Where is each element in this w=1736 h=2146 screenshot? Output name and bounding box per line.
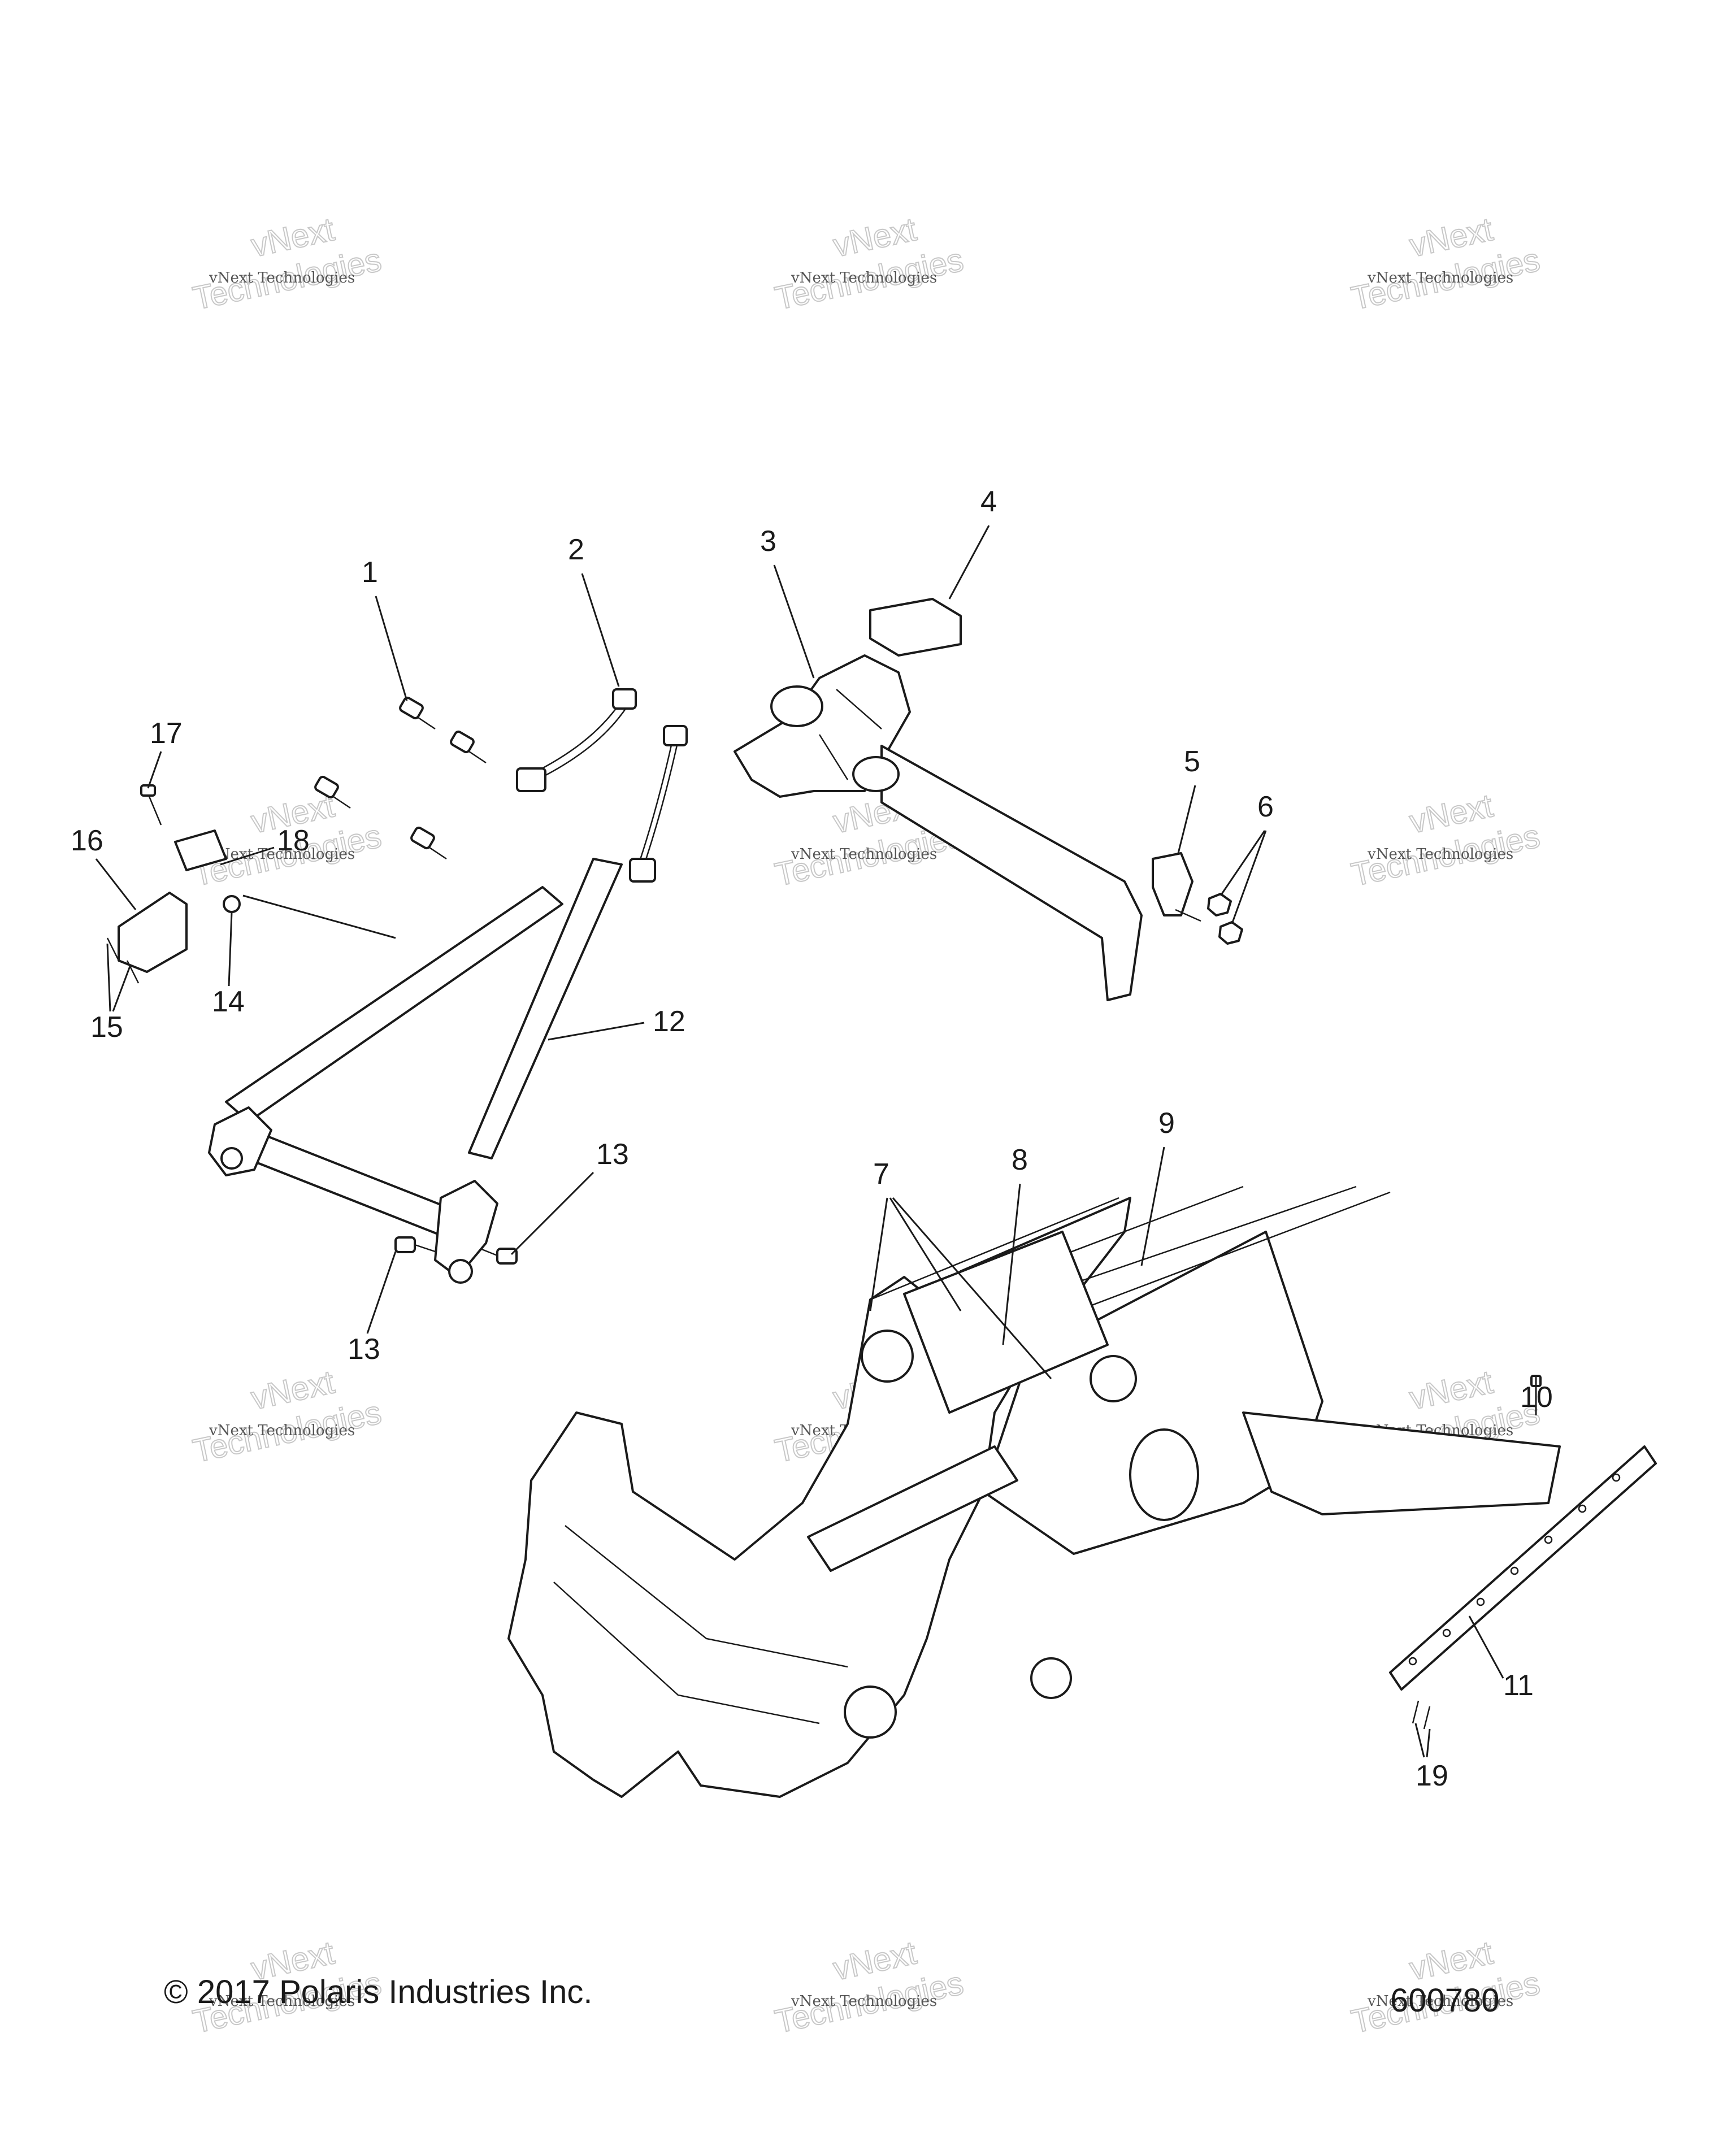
callout-9: 9 [1140, 1107, 1175, 1266]
block-part [869, 598, 962, 657]
svg-text:12: 12 [653, 1005, 685, 1038]
bolt-parts [314, 696, 487, 860]
svg-text:vNext Technologies: vNext Technologies [791, 270, 937, 286]
svg-text:vNext Technologies: vNext Technologies [209, 1993, 355, 2010]
chassis-part [507, 1185, 1561, 1798]
svg-text:16: 16 [71, 824, 103, 857]
callout-13-lower: 13 [348, 1251, 397, 1366]
svg-text:17: 17 [150, 717, 183, 750]
watermark: Technologies vNext vNext Technologies [771, 210, 967, 318]
svg-text:vNext Technologies: vNext Technologies [209, 270, 355, 286]
watermark: Technologies vNext vNext Technologies [771, 1934, 967, 2041]
frame-bolt-parts [394, 1236, 518, 1265]
callout-14: 14 [212, 912, 245, 1018]
svg-text:vNext Technologies: vNext Technologies [1367, 846, 1513, 863]
callout-1: 1 [362, 556, 408, 701]
svg-text:9: 9 [1158, 1107, 1175, 1140]
callouts: 1 2 3 4 5 6 7 8 [71, 485, 1553, 1792]
copyright-notice: © 2017 Polaris Industries Inc. [164, 1974, 592, 2010]
svg-text:7: 7 [873, 1158, 889, 1191]
svg-text:vNext Technologies: vNext Technologies [209, 1422, 355, 1439]
watermark: Technologies vNext vNext Technologies [189, 210, 385, 318]
cable-parts [516, 688, 688, 883]
figure-number: 600780 [1390, 1982, 1500, 2019]
svg-text:15: 15 [90, 1011, 123, 1044]
svg-text:14: 14 [212, 985, 245, 1018]
callout-3: 3 [760, 525, 815, 679]
svg-text:13: 13 [596, 1138, 629, 1171]
svg-text:8: 8 [1012, 1144, 1028, 1176]
runner-part [1389, 1375, 1657, 1730]
callout-16: 16 [71, 824, 137, 910]
svg-text:13: 13 [348, 1333, 380, 1366]
nut-parts [1207, 893, 1243, 945]
svg-text:2: 2 [568, 533, 584, 566]
svg-text:vNext Technologies: vNext Technologies [1367, 270, 1513, 286]
watermark: Technologies vNext vNext Technologies [189, 1363, 385, 1470]
watermark-group: Technologies vNext vNext Technologies Te… [189, 210, 1544, 2041]
svg-text:19: 19 [1416, 1760, 1448, 1792]
callout-4: 4 [948, 485, 997, 600]
callout-17: 17 [147, 717, 183, 789]
svg-text:vNext Technologies: vNext Technologies [791, 846, 937, 863]
watermark: Technologies vNext vNext Technologies [1348, 787, 1544, 894]
callout-13-upper: 13 [510, 1138, 629, 1256]
callout-18: 18 [220, 824, 396, 939]
svg-text:vNext Technologies: vNext Technologies [1367, 1993, 1513, 2010]
callout-7: 7 [869, 1158, 1052, 1379]
callout-6: 6 [1219, 790, 1274, 924]
svg-text:6: 6 [1257, 790, 1274, 823]
bracket-part [1152, 852, 1201, 922]
svg-text:4: 4 [980, 485, 997, 518]
svg-text:18: 18 [277, 824, 310, 857]
callout-15: 15 [90, 943, 131, 1044]
svg-text:vNext Technologies: vNext Technologies [791, 1993, 937, 2010]
callout-10: 10 [1520, 1376, 1553, 1415]
steering-post-part [734, 654, 1143, 1001]
svg-text:1: 1 [362, 556, 378, 589]
svg-text:11: 11 [1503, 1669, 1534, 1702]
a-frame-part [208, 858, 623, 1284]
callout-19: 19 [1414, 1723, 1448, 1792]
svg-text:5: 5 [1184, 745, 1200, 778]
callout-8: 8 [1002, 1144, 1028, 1345]
mount-bracket-part [106, 784, 241, 984]
callout-12: 12 [548, 1005, 685, 1041]
callout-11: 11 [1468, 1615, 1534, 1702]
watermark: Technologies vNext vNext Technologies [1348, 210, 1544, 318]
callout-5: 5 [1177, 745, 1200, 854]
callout-2: 2 [568, 533, 620, 687]
svg-text:3: 3 [760, 525, 776, 558]
